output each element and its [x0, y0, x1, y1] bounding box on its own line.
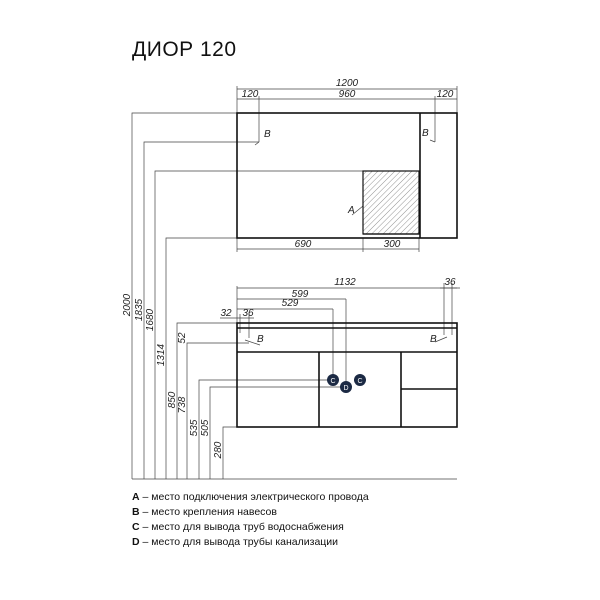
mark-b: B [422, 128, 429, 139]
dim-1132: 1132 [334, 277, 356, 288]
dim-36-left: 36 [242, 308, 254, 319]
mark-b: B [257, 334, 264, 345]
legend-key: A [132, 491, 140, 503]
legend-key: C [132, 521, 140, 533]
mark-d: D [343, 385, 348, 392]
dim-52: 52 [177, 332, 188, 344]
dim-690: 690 [295, 239, 312, 250]
dim-1680: 1680 [145, 308, 156, 331]
legend-text: – место для вывода трубы канализации [139, 536, 339, 548]
dim-120-right: 120 [437, 89, 454, 100]
mark-b: B [264, 129, 271, 140]
dim-120-left: 120 [242, 89, 259, 100]
legend-key: B [132, 506, 140, 518]
mark-a: A [347, 205, 355, 216]
dim-535: 535 [189, 419, 200, 436]
legend-text: – место крепления навесов [139, 506, 277, 518]
legend-text: – место подключения электрического прово… [139, 491, 369, 503]
dim-960: 960 [339, 89, 356, 100]
dim-1200: 1200 [336, 78, 359, 89]
mark-c: C [357, 378, 362, 385]
legend: A – место подключения электрического про… [132, 490, 369, 550]
dim-300: 300 [384, 239, 401, 250]
legend-key: D [132, 536, 140, 548]
dim-599: 599 [292, 289, 309, 300]
dim-280: 280 [213, 441, 224, 459]
mark-c: C [330, 378, 335, 385]
legend-item: B – место крепления навесов [132, 505, 369, 520]
dim-529: 529 [282, 298, 299, 309]
legend-item: C – место для вывода труб водоснабжения [132, 520, 369, 535]
pipe-markers: C C D [327, 374, 366, 393]
legend-text: – место для вывода труб водоснабжения [139, 521, 344, 533]
dim-32: 32 [220, 308, 232, 319]
dim-505: 505 [200, 419, 211, 436]
mark-b: B [430, 334, 437, 345]
dim-2000: 2000 [122, 293, 133, 317]
dim-1314: 1314 [156, 343, 167, 366]
dim-36-right: 36 [444, 277, 456, 288]
legend-item: D – место для вывода трубы канализации [132, 535, 369, 550]
dim-738: 738 [177, 396, 188, 413]
page-title: ДИОР 120 [132, 38, 237, 61]
dim-850: 850 [167, 391, 178, 408]
legend-item: A – место подключения электрического про… [132, 490, 369, 505]
dim-1835: 1835 [134, 298, 145, 321]
electric-connection-area [362, 170, 420, 235]
